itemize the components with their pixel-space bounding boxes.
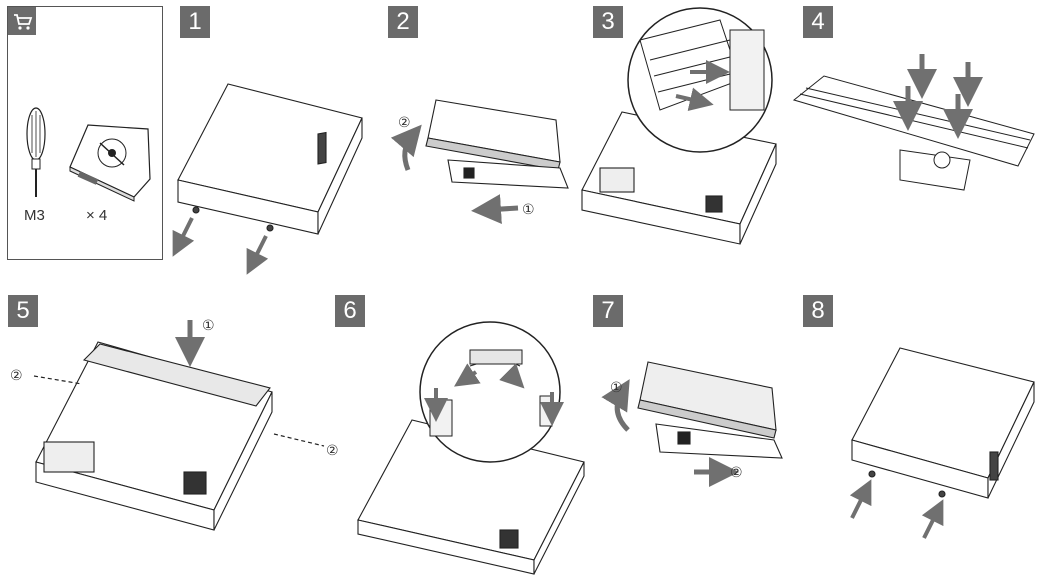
- step-4-bracket: [792, 75, 1035, 191]
- quantity-label: × 4: [86, 207, 108, 224]
- step-5-chassis: [35, 341, 273, 531]
- step-6-badge: 6: [335, 295, 365, 327]
- step-5-callout-2-left: ②: [10, 368, 23, 384]
- step-3-arrow-2: [675, 87, 714, 111]
- parts-box: M3 × 4: [7, 6, 163, 260]
- step-3-zoom-detail: [639, 19, 765, 111]
- step-2-callout-1: ①: [522, 202, 535, 218]
- step-4-arrows: [893, 54, 983, 139]
- hard-disk-icon: [69, 124, 151, 202]
- step-8-badge: 8: [803, 295, 833, 327]
- step-5-badge: 5: [8, 295, 38, 327]
- step-5-screw-line-left: [33, 375, 83, 385]
- step-6-chassis: [357, 419, 585, 575]
- screwdriver-icon: [26, 107, 46, 197]
- step-2-callout-2: ②: [398, 115, 411, 131]
- parts-illustration: [26, 107, 151, 202]
- step-2-cover: [425, 99, 569, 189]
- step-5-callout-2-right: ②: [326, 443, 339, 459]
- step-2-lift-arrow: [390, 124, 422, 171]
- step-8-arrows: [849, 479, 944, 539]
- step-3-badge: 3: [593, 6, 623, 38]
- step-2-slide-arrow: [471, 194, 519, 225]
- step-1-chassis: [177, 83, 363, 235]
- step-2-badge: 2: [388, 6, 418, 38]
- step-8-chassis: [851, 347, 1035, 499]
- step-5-screw-line-right: [273, 433, 325, 447]
- step-1-arrows: [172, 217, 269, 275]
- step-1-badge: 1: [180, 6, 210, 38]
- cart-badge: [8, 7, 36, 35]
- cart-icon: [14, 14, 33, 30]
- step-7-callout-2: ②: [730, 465, 743, 481]
- step-7-callout-1: ①: [610, 380, 623, 396]
- step-5-callout-1: ①: [202, 318, 215, 334]
- step-7-lower-arrow: [601, 379, 630, 432]
- step-6-zoom-circle: [419, 321, 561, 463]
- step-7-cover: [637, 361, 783, 459]
- step-4-badge: 4: [803, 6, 833, 38]
- step-7-badge: 7: [593, 295, 623, 327]
- step-6-arrows: [424, 363, 564, 426]
- screw-size-label: M3: [24, 207, 45, 224]
